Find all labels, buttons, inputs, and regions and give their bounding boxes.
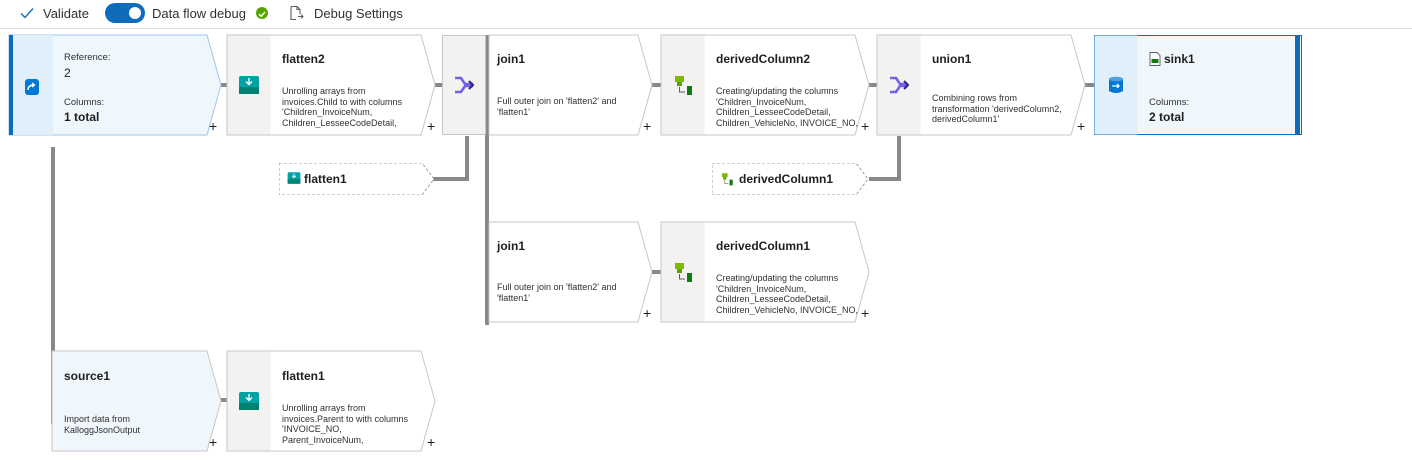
derivedcolumn1-node[interactable]: derivedColumn1 Creating/updating the col… xyxy=(660,221,870,323)
node-description: Full outer join on 'flatten2' and 'flatt… xyxy=(497,282,617,303)
connector xyxy=(216,83,230,87)
connector xyxy=(465,136,469,181)
node-description: Unrolling arrays from invoices.Child to … xyxy=(282,86,403,128)
toolbar: Validate Data flow debug Debug Settings xyxy=(0,0,1412,29)
flatten-icon xyxy=(227,35,271,135)
flatten2-node[interactable]: flatten2 Unrolling arrays from invoices.… xyxy=(226,34,436,136)
columns-label: Columns: xyxy=(1149,97,1190,108)
connector xyxy=(434,83,446,87)
connector xyxy=(651,270,665,274)
join-icon xyxy=(442,35,486,135)
reference-value: 2 xyxy=(64,66,71,80)
connector xyxy=(433,177,469,181)
flatten1-node[interactable]: flatten1 Unrolling arrays from invoices.… xyxy=(226,350,436,452)
flatten-icon xyxy=(287,172,301,184)
derived-column-icon xyxy=(661,35,705,135)
node-description: Full outer join on 'flatten2' and 'flatt… xyxy=(497,96,617,117)
connector xyxy=(868,83,881,87)
node-description: Combining rows from transformation 'deri… xyxy=(932,93,1062,124)
toggle-knob xyxy=(129,7,141,19)
node-title: flatten2 xyxy=(282,52,325,66)
derived-column-icon xyxy=(721,173,733,186)
union1-node[interactable]: union1 Combining rows from transformatio… xyxy=(876,34,1086,136)
columns-label: Columns: xyxy=(64,97,105,108)
sink1-node[interactable]: sink1 Columns: 2 total xyxy=(1094,35,1302,135)
add-transformation-button[interactable]: + xyxy=(209,434,218,450)
node-description: Import data from KalloggJsonOutput xyxy=(64,414,141,435)
node-title: derivedColumn2 xyxy=(716,52,811,66)
validate-button[interactable]: Validate xyxy=(20,0,89,26)
debug-settings-button[interactable]: Debug Settings xyxy=(288,0,403,26)
source1-node[interactable]: source1 Import data from KalloggJsonOutp… xyxy=(51,350,222,452)
node-title: sink1 xyxy=(1164,52,1195,66)
join1-node[interactable]: join1 Full outer join on 'flatten2' and … xyxy=(488,34,653,136)
columns-value: 1 total xyxy=(64,110,100,124)
reference-label: Reference: xyxy=(64,52,111,63)
node-title: source1 xyxy=(64,369,111,383)
reference-source-node[interactable]: Reference: 2 Columns: 1 total + xyxy=(8,34,222,136)
connector xyxy=(897,136,901,181)
columns-value: 2 total xyxy=(1149,110,1185,124)
data-flow-debug-toggle[interactable] xyxy=(105,3,145,23)
data-flow-canvas[interactable]: Reference: 2 Columns: 1 total + flatten2… xyxy=(0,29,1412,471)
checkmark-icon xyxy=(20,8,34,19)
node-description: Creating/updating the columns 'Children_… xyxy=(716,86,859,128)
debug-settings-icon xyxy=(290,5,304,21)
join-icon-tile xyxy=(442,35,486,135)
node-title: derivedColumn1 xyxy=(716,239,811,253)
union-icon xyxy=(877,35,921,135)
node-description: Unrolling arrays from invoices.Parent to… xyxy=(282,403,409,445)
derivedcolumn1-reference-node[interactable]: derivedColumn1 xyxy=(712,163,868,195)
connector xyxy=(1085,83,1099,87)
reference-source-icon xyxy=(24,78,40,101)
selection-bar xyxy=(9,35,13,135)
ghost-title: derivedColumn1 xyxy=(739,172,834,186)
flatten-icon xyxy=(227,351,271,451)
node-description: Creating/updating the columns 'Children_… xyxy=(716,273,859,315)
add-transformation-button[interactable]: + xyxy=(427,434,436,450)
derivedcolumn2-node[interactable]: derivedColumn2 Creating/updating the col… xyxy=(660,34,870,136)
node-title: union1 xyxy=(932,52,972,66)
debug-status-ok-icon xyxy=(256,7,268,19)
add-transformation-button[interactable]: + xyxy=(427,118,436,134)
ghost-title: flatten1 xyxy=(304,172,347,186)
connector xyxy=(651,83,665,87)
validate-label: Validate xyxy=(43,5,90,21)
add-transformation-button[interactable]: + xyxy=(861,305,870,321)
csv-file-icon xyxy=(1149,52,1161,66)
add-transformation-button[interactable]: + xyxy=(643,118,652,134)
connector xyxy=(485,35,489,325)
node-title: join1 xyxy=(497,52,526,66)
sink-icon xyxy=(1094,35,1138,135)
derived-column-icon xyxy=(661,222,705,322)
flatten1-reference-node[interactable]: flatten1 xyxy=(279,163,434,195)
node-title: flatten1 xyxy=(282,369,325,383)
join1-bottom-node[interactable]: join1 Full outer join on 'flatten2' and … xyxy=(488,221,653,323)
add-transformation-button[interactable]: + xyxy=(861,118,870,134)
node-title: join1 xyxy=(497,239,526,253)
debug-settings-label: Debug Settings xyxy=(314,5,403,21)
connector xyxy=(869,177,901,181)
add-transformation-button[interactable]: + xyxy=(1077,118,1086,134)
data-flow-debug-label: Data flow debug xyxy=(152,5,246,21)
add-transformation-button[interactable]: + xyxy=(643,305,652,321)
selection-bar xyxy=(1295,35,1300,135)
add-transformation-button[interactable]: + xyxy=(209,118,218,134)
connector xyxy=(51,147,55,424)
